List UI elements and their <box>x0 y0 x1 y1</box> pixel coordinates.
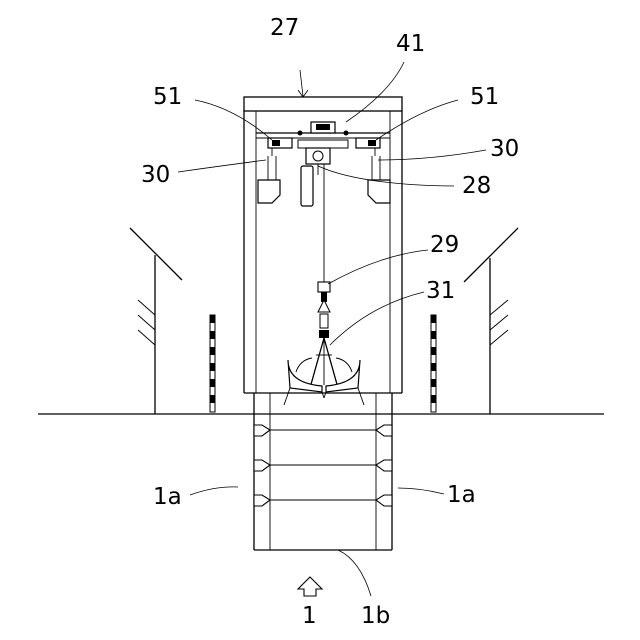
label-1b: 1b <box>361 603 390 629</box>
label-29: 29 <box>430 232 459 258</box>
label-1a-right: 1a <box>447 482 476 508</box>
label-1: 1 <box>302 603 317 629</box>
trolley-41 <box>298 122 349 148</box>
right-guide-30 <box>368 156 390 203</box>
left-measuring-pole <box>210 315 215 412</box>
label-31: 31 <box>426 278 455 304</box>
label-1a-left: 1a <box>153 484 182 510</box>
direction-arrow-icon <box>298 577 322 596</box>
label-28: 28 <box>462 173 491 199</box>
shaft-segment-joints <box>254 425 392 506</box>
crane-rail <box>256 133 390 138</box>
right-wall <box>464 228 518 414</box>
shaft-1 <box>254 393 392 550</box>
grab-bucket-31 <box>284 338 364 405</box>
label-27: 27 <box>270 15 299 41</box>
left-wheel-unit-51 <box>268 138 292 156</box>
label-41: 41 <box>396 31 425 57</box>
right-wheel-unit-51 <box>356 138 380 156</box>
label-30-left: 30 <box>141 162 170 188</box>
hoist-28 <box>301 148 330 206</box>
label-51-right: 51 <box>470 84 499 110</box>
label-30-right: 30 <box>490 136 519 162</box>
hook-block-29 <box>318 282 330 338</box>
left-guide-30 <box>258 156 280 203</box>
left-wall <box>130 228 182 414</box>
label-51-left: 51 <box>153 84 182 110</box>
right-measuring-pole <box>431 315 436 412</box>
